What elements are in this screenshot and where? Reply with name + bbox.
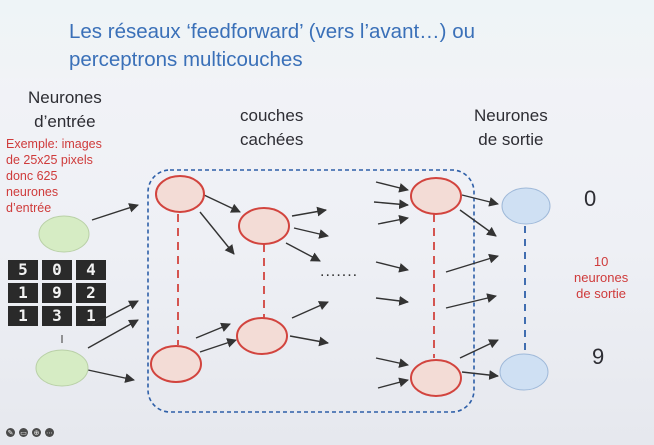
arrow <box>199 211 235 255</box>
digit-image: 4 <box>76 260 106 280</box>
digit-image: 0 <box>42 260 72 280</box>
hidden-neuron <box>155 175 205 213</box>
output-neurons-label: Neurones de sortie <box>474 104 548 152</box>
output-label-line-1: Neurones <box>474 106 548 125</box>
title-band <box>0 0 654 78</box>
arrow <box>285 242 321 262</box>
arrow <box>461 370 499 380</box>
example-note: Exemple: images de 25x25 pixels donc 625… <box>6 136 102 216</box>
input-neurons-label: Neurones d’entrée <box>28 86 102 134</box>
arrow <box>461 194 499 207</box>
example-note-line-3: donc 625 <box>6 169 58 183</box>
digit-image: 9 <box>42 283 72 303</box>
output-note-line-3: de sortie <box>576 286 627 301</box>
arrow <box>91 300 139 326</box>
output-number-top: 0 <box>584 186 597 211</box>
arrow <box>375 181 409 193</box>
example-note-line-5: d’entrée <box>6 201 52 215</box>
arrow <box>195 322 231 339</box>
arrow <box>375 296 409 306</box>
output-note-line-1: 10 <box>593 254 609 269</box>
arrow <box>377 377 409 389</box>
digit-image: 5 <box>8 260 38 280</box>
example-note-line-4: neurones <box>6 185 59 199</box>
arrow <box>289 335 329 347</box>
input-label-line-2: d’entrée <box>34 112 96 131</box>
arrow <box>87 369 135 383</box>
output-number-bottom: 9 <box>592 344 605 369</box>
output-label-line-2: de sortie <box>478 130 544 149</box>
arrow <box>377 214 409 225</box>
presentation-toolbar: ✎ ▭ ⊕ ⋯ <box>6 428 54 437</box>
layer-links <box>177 214 435 358</box>
digit-image: 3 <box>42 306 72 326</box>
title-line-1: Les réseaux ‘feedforward’ (vers l’avant…… <box>69 20 476 43</box>
hidden-label-line-2: cachées <box>240 130 304 149</box>
output-note: 10 neurones de sortie <box>574 254 628 302</box>
digit-image: 2 <box>76 283 106 303</box>
ellipsis-text: ....... <box>320 263 358 280</box>
slide-title: Les réseaux ‘feedforward’ (vers l’avant…… <box>69 18 475 74</box>
input-neuron-bottom <box>35 349 89 387</box>
hidden-neuron <box>410 359 462 397</box>
hidden-neuron <box>150 345 202 383</box>
zoom-icon[interactable]: ⊕ <box>32 428 41 437</box>
arrow <box>199 338 237 353</box>
arrow <box>291 301 329 319</box>
hidden-neuron <box>236 317 288 355</box>
arrow <box>459 339 499 359</box>
arrow <box>375 261 409 273</box>
connection-arrows <box>87 181 499 389</box>
arrow <box>203 194 241 213</box>
arrow <box>445 293 497 309</box>
digit-image: 1 <box>8 306 38 326</box>
pen-icon[interactable]: ✎ <box>6 428 15 437</box>
hidden-neuron <box>410 177 462 215</box>
arrow <box>459 209 497 237</box>
arrow <box>293 227 329 239</box>
output-neuron-bottom <box>499 353 549 391</box>
output-note-line-2: neurones <box>574 270 629 285</box>
arrow <box>375 357 409 368</box>
input-label-line-1: Neurones <box>28 88 102 107</box>
options-icon[interactable]: ⋯ <box>45 428 54 437</box>
hidden-label-line-1: couches <box>240 106 304 125</box>
arrow <box>445 253 499 273</box>
output-neuron-top <box>501 187 551 225</box>
title-line-2: perceptrons multicouches <box>69 48 303 71</box>
example-note-line-2: de 25x25 pixels <box>6 153 93 167</box>
arrow <box>373 199 409 210</box>
arrow <box>91 203 139 221</box>
arrow <box>291 206 327 217</box>
arrow <box>87 319 139 349</box>
hidden-neuron <box>238 207 290 245</box>
example-note-line-1: Exemple: images <box>6 137 102 151</box>
hidden-layers-label: couches cachées <box>240 104 303 152</box>
input-neuron-top <box>38 215 90 253</box>
slides-icon[interactable]: ▭ <box>19 428 28 437</box>
digit-image: 1 <box>8 283 38 303</box>
hidden-layers-box <box>147 169 475 413</box>
